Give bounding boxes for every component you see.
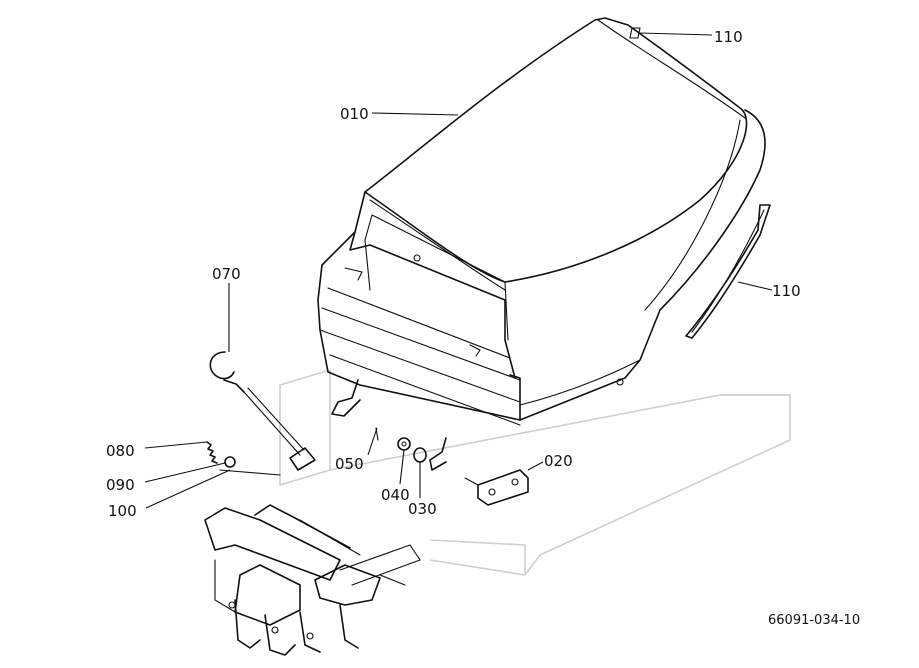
label-040: 040 (381, 486, 410, 504)
label-110-side: 110 (772, 282, 801, 300)
label-100: 100 (108, 502, 137, 520)
seal-top-110 (629, 27, 641, 39)
label-020: 020 (544, 452, 573, 470)
seal-strip-110 (685, 204, 771, 339)
hook-rod-070 (209, 351, 316, 471)
label-010: 010 (340, 105, 369, 123)
part-labels: 010 110 110 070 080 090 100 050 040 030 … (106, 28, 860, 628)
label-080: 080 (106, 442, 135, 460)
label-090: 090 (106, 476, 135, 494)
label-050: 050 (335, 455, 364, 473)
frame-ghost (279, 369, 791, 576)
leader-lines (144, 32, 773, 509)
label-110-top: 110 (714, 28, 743, 46)
label-070: 070 (212, 265, 241, 283)
latch-020 (464, 469, 529, 506)
hood-010 (317, 17, 766, 471)
label-030: 030 (408, 500, 437, 518)
chassis-frame (204, 504, 421, 656)
spring-pin-080-090-100 (206, 441, 281, 476)
diagram-reference-number: 66091-034-10 (768, 613, 860, 628)
